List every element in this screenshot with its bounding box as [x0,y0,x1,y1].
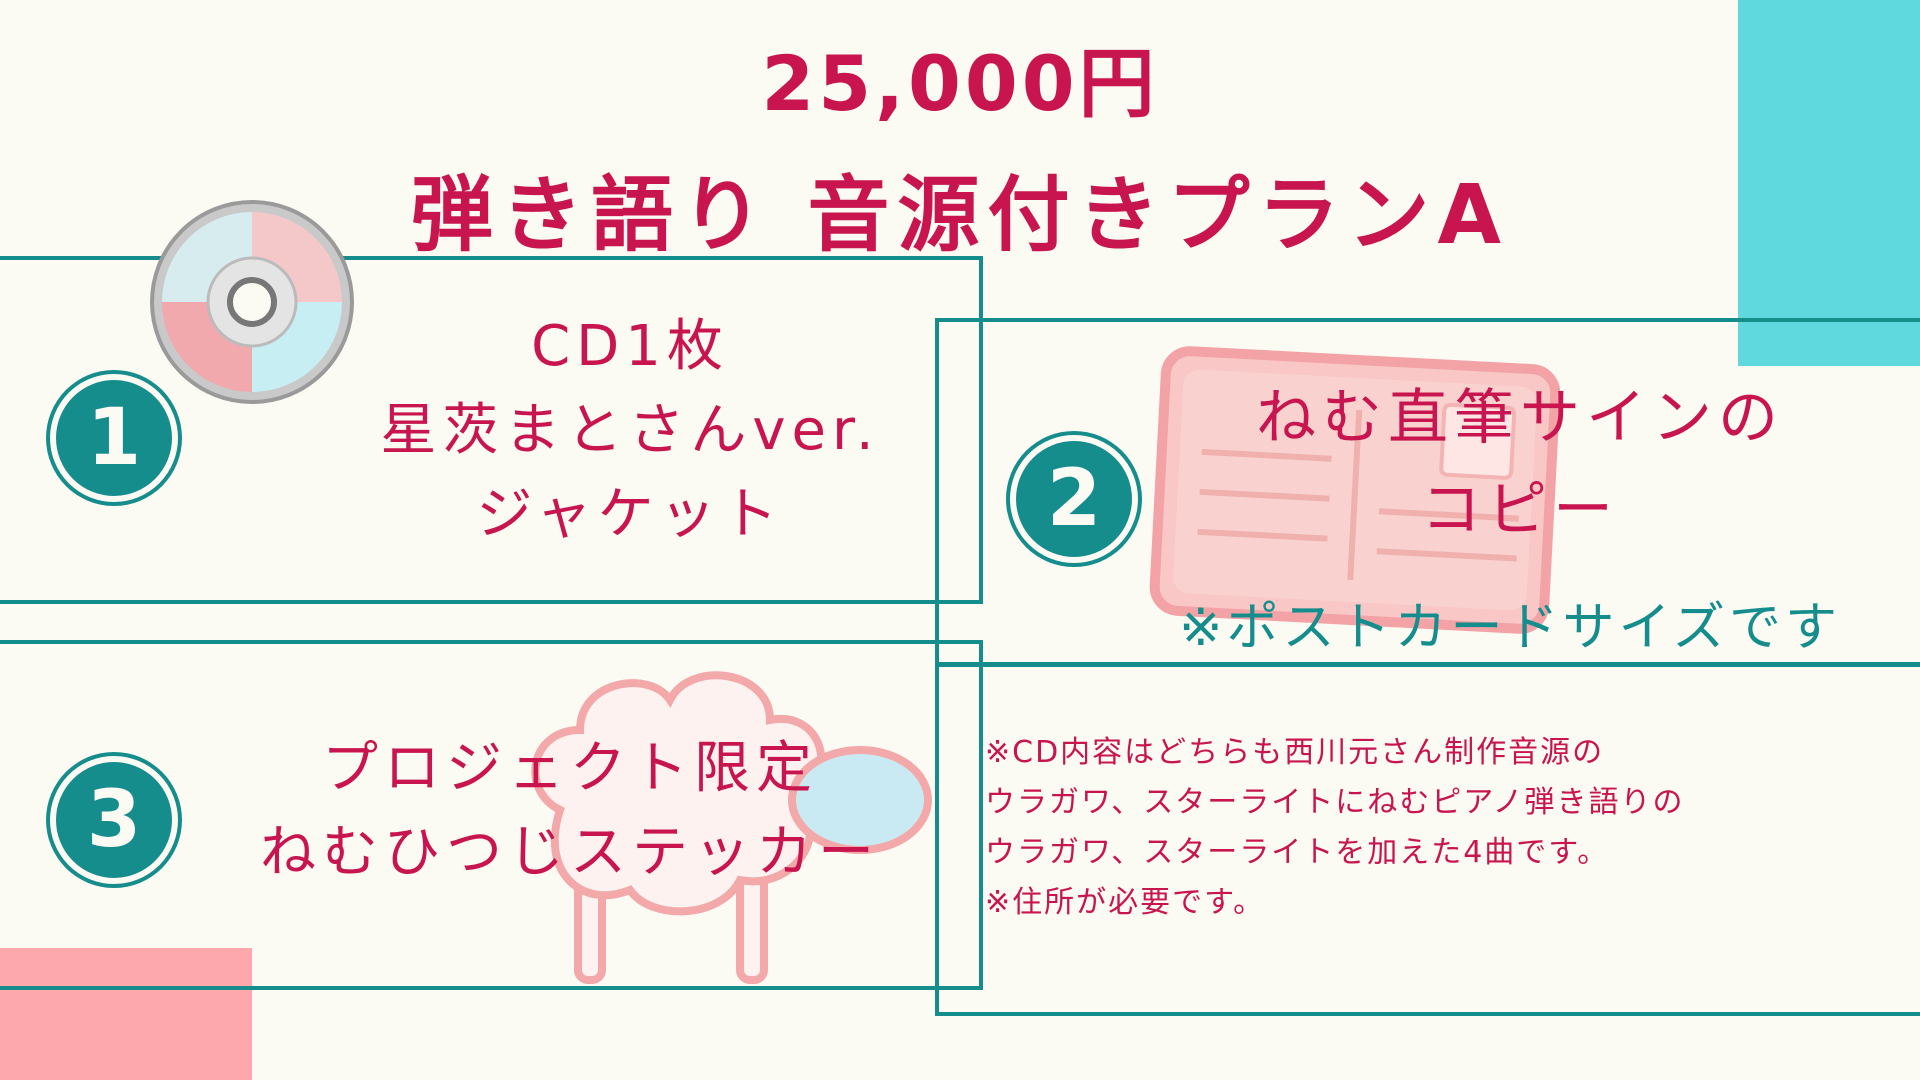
item-2-note: ※ポストカードサイズです [1178,598,1841,658]
item-1-line-1: CD1枚 [531,314,729,379]
item-panel-3 [0,640,983,990]
item-2-text: ねむ直筆サインの コピー [1120,372,1920,556]
item-number-1: 1 [50,374,178,502]
note-line-4: ※住所が必要です。 [985,885,1266,920]
plan-title: 弾き語り 音源付きプランA [410,168,1509,263]
item-number-2: 2 [1010,435,1138,563]
decor-pink-block [0,948,252,1080]
item-3-line-1: プロジェクト限定 [322,736,818,801]
item-1-text: CD1枚 星茨まとさんver. ジャケット [250,305,1010,557]
decor-cyan-block [1738,0,1920,366]
note-line-2: ウラガワ、スターライトにねむピアノ弾き語りの [985,785,1685,820]
postcard-icon [1149,346,1561,634]
item-3-line-2: ねむひつじステッカー [260,820,880,885]
note-line-3: ウラガワ、スターライトを加えた4曲です。 [985,835,1610,870]
notes-text: ※CD内容はどちらも西川元さん制作音源の ウラガワ、スターライトにねむピアノ弾き… [985,728,1915,928]
item-2-line-2: コピー [1421,475,1619,545]
note-line-1: ※CD内容はどちらも西川元さん制作音源の [985,735,1605,770]
item-panel-1 [0,256,983,604]
sheep-icon [531,671,932,984]
cd-icon [150,200,354,404]
item-2-line-1: ねむ直筆サインの [1256,383,1784,453]
item-1-line-3: ジャケット [476,482,784,547]
notes-panel [935,663,1920,1016]
price-title: 25,000円 [761,39,1159,128]
item-1-line-2: 星茨まとさんver. [380,398,880,463]
item-3-text: プロジェクト限定 ねむひつじステッカー [170,727,970,895]
item-number-3: 3 [50,756,178,884]
